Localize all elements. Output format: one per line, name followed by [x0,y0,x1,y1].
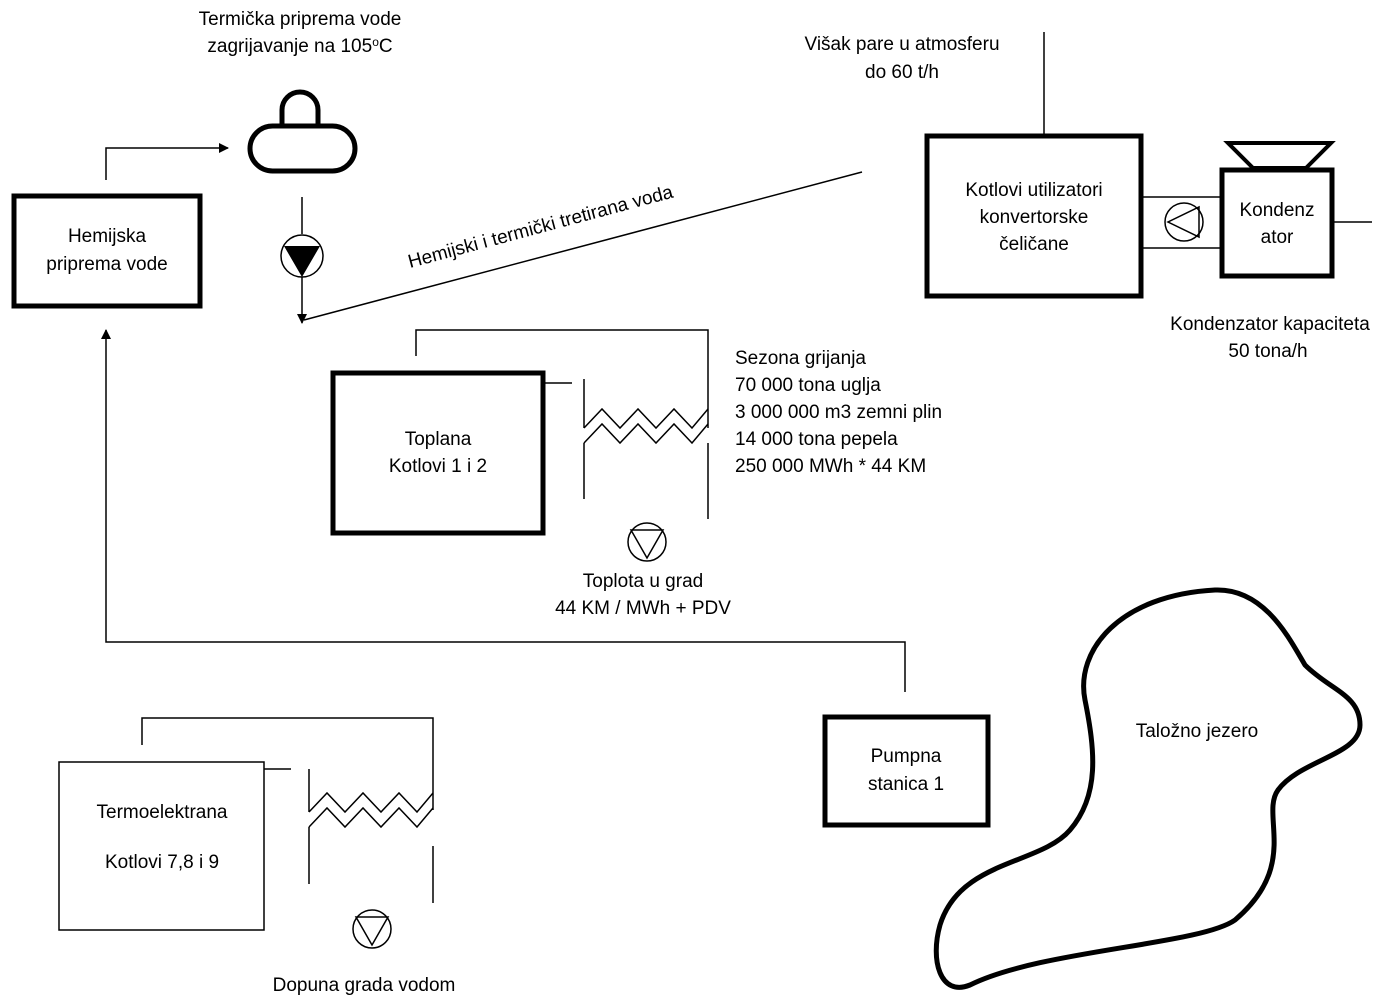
feed-pump-icon [280,234,324,278]
pump-station-return-arrow [101,329,906,692]
chem-to-deaerator-arrow [105,143,229,180]
heating-season-line: 70 000 tona uglja [735,375,881,396]
water-supply-pump-icon [352,909,392,949]
city-water-supply-label: Dopuna grada vodom [273,975,456,996]
heat-exchanger-coil-icon [308,791,434,814]
steam-excess-label-2: do 60 t/h [865,62,939,83]
heat-to-city-label-1: Toplota u grad [583,571,703,592]
steam-excess-label-1: Višak pare u atmosferu [804,34,999,55]
condenser-unit: Kondenz ator [1219,141,1336,279]
power-plant-exchanger [141,717,434,949]
heating-plant-label-1: Toplana [405,429,472,450]
heating-season-line: 3 000 000 m3 zemni plin [735,402,942,423]
heating-plant-box: Toplana Kotlovi 1 i 2 [330,370,546,536]
condenser-fan-icon [1223,141,1336,170]
settling-lake-outline [933,587,1363,990]
steam-excess-group: Višak pare u atmosferu do 60 t/h [804,32,1045,135]
condensate-pump-icon [1164,202,1204,242]
thermal-prep-temperature: zagrijavanje na 105oC [207,35,392,57]
thermal-prep-group: Termička priprema vode zagrijavanje na 1… [199,9,402,174]
heat-to-city-label-2: 44 KM / MWh + PDV [555,598,731,619]
heating-season-stats: Sezona grijanja 70 000 tona uglja 3 000 … [735,348,942,477]
chemical-prep-label-1: Hemijska [68,226,147,247]
waste-heat-boilers-label-1: Kotlovi utilizatori [965,180,1102,201]
heating-plant-exchanger [415,329,709,562]
condenser-label-1: Kondenz [1239,200,1314,221]
condenser-capacity-2: 50 tona/h [1228,341,1307,362]
settling-lake: Taložno jezero [933,587,1363,990]
heating-plant-label-2: Kotlovi 1 i 2 [389,456,487,477]
power-plant-label-2: Kotlovi 7,8 i 9 [105,852,219,873]
pump-station-label-2: stanica 1 [868,774,944,795]
condenser-capacity-1: Kondenzator kapaciteta [1170,314,1370,335]
pump-station-box: Pumpna stanica 1 [822,714,991,828]
waste-heat-boilers-box: Kotlovi utilizatori konvertorske čeličan… [924,133,1144,299]
heating-season-line: 14 000 tona pepela [735,429,898,450]
thermal-prep-title: Termička priprema vode [199,9,402,30]
settling-lake-label: Taložno jezero [1136,721,1259,742]
power-plant-label-1: Termoelektrana [97,802,228,823]
heating-season-line: 250 000 MWh * 44 KM [735,456,926,477]
heat-exchanger-coil-icon [583,407,709,430]
deaerator-tank-icon [247,89,358,174]
condenser-label-2: ator [1261,227,1294,248]
power-plant-box: Termoelektrana Kotlovi 7,8 i 9 [58,761,265,931]
chemical-prep-box: Hemijska priprema vode [11,193,203,309]
treated-water-line [303,171,863,321]
heat-circulation-pump-icon [627,522,667,562]
waste-heat-boilers-label-3: čeličane [999,234,1069,255]
waste-heat-boilers-label-2: konvertorske [980,207,1089,228]
pump-station-label-1: Pumpna [871,746,942,767]
chemical-prep-label-2: priprema vode [46,254,167,275]
heating-season-line: Sezona grijanja [735,348,866,369]
treated-water-label: Hemijski i termički tretirana voda [406,182,676,273]
